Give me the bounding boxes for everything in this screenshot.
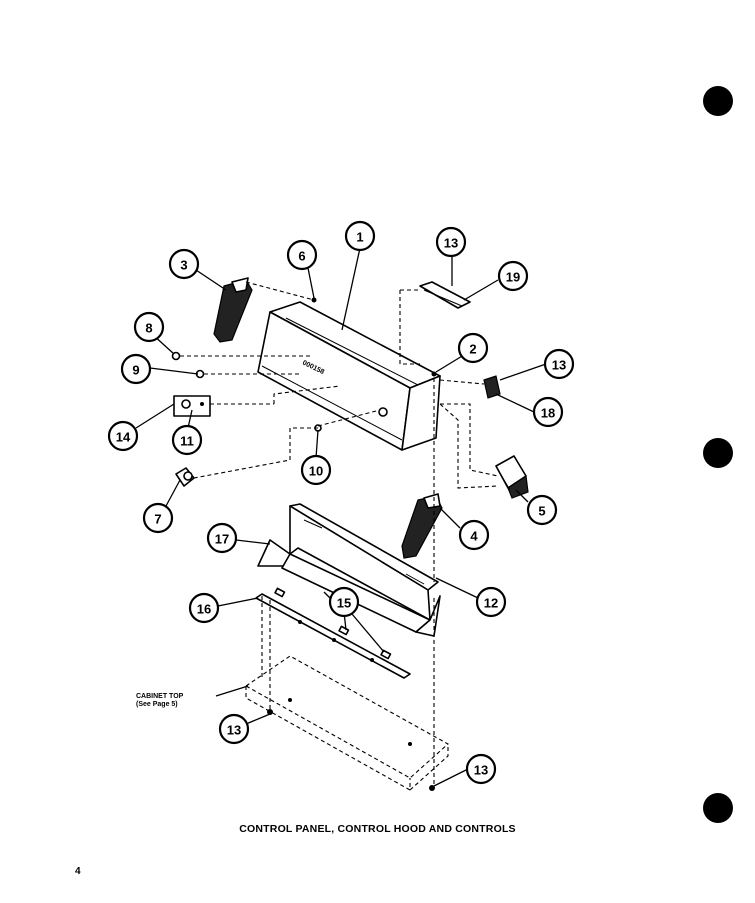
cabinet-top-label: CABINET TOP (See Page 5) — [136, 693, 216, 709]
callout-15: 15 — [328, 586, 360, 618]
screw-13-lower-right — [429, 785, 435, 791]
cabinet-top-label-line1: CABINET TOP — [136, 693, 184, 700]
callout-4: 4 — [458, 519, 490, 551]
callout-19: 19 — [497, 260, 529, 292]
callout-13-lower-right: 13 — [465, 753, 497, 785]
svg-text:10: 10 — [309, 464, 323, 479]
svg-text:3: 3 — [180, 258, 187, 273]
callout-3: 3 — [168, 248, 200, 280]
svg-text:1: 1 — [356, 230, 363, 245]
svg-text:13: 13 — [227, 723, 241, 738]
svg-text:13: 13 — [552, 358, 566, 373]
svg-text:17: 17 — [215, 532, 229, 547]
callout-1: 1 — [344, 220, 376, 252]
cabinet-top-label-line2: (See Page 5) — [136, 701, 178, 708]
cabinet-top-outline — [244, 655, 449, 791]
callout-10: 10 — [300, 454, 332, 486]
page-number: 4 — [75, 866, 81, 877]
screw-2 — [431, 371, 437, 377]
svg-text:2: 2 — [469, 342, 476, 357]
callout-2: 2 — [457, 332, 489, 364]
callout-16: 16 — [188, 592, 220, 624]
control-hood — [257, 503, 441, 637]
callout-5: 5 — [526, 494, 558, 526]
side-clip — [483, 375, 501, 399]
screw-13-lower-left — [267, 709, 273, 715]
screw-8 — [171, 351, 181, 361]
binder-hole-middle — [703, 438, 733, 468]
binder-hole-top — [703, 86, 733, 116]
svg-text:11: 11 — [180, 434, 194, 449]
callout-13-right: 13 — [543, 348, 575, 380]
switch-plate — [173, 395, 211, 417]
svg-text:13: 13 — [474, 763, 488, 778]
callout-11: 11 — [171, 424, 203, 456]
svg-text:14: 14 — [116, 430, 131, 445]
callout-7: 7 — [142, 502, 174, 534]
svg-text:13: 13 — [444, 236, 458, 251]
svg-text:8: 8 — [145, 321, 152, 336]
svg-text:7: 7 — [154, 512, 161, 527]
pad-15a — [274, 587, 286, 598]
svg-text:6: 6 — [298, 249, 305, 264]
timer-switch — [495, 455, 529, 499]
binder-hole-bottom — [703, 793, 733, 823]
left-end-cap — [213, 277, 253, 343]
callout-17: 17 — [206, 522, 238, 554]
svg-text:5: 5 — [538, 504, 545, 519]
svg-text:16: 16 — [197, 602, 211, 617]
assembly-lines — [180, 281, 499, 788]
right-end-cap — [401, 493, 443, 559]
control-panel — [257, 301, 441, 451]
callout-13-lower-left: 13 — [218, 713, 250, 745]
pad-15b — [338, 625, 350, 636]
callout-13-top: 13 — [435, 226, 467, 258]
leader-lines — [135, 247, 547, 787]
svg-text:9: 9 — [132, 363, 139, 378]
svg-text:19: 19 — [506, 270, 520, 285]
svg-text:12: 12 — [484, 596, 498, 611]
svg-text:18: 18 — [541, 406, 555, 421]
top-bracket — [419, 281, 471, 309]
callout-14: 14 — [107, 420, 139, 452]
callout-18: 18 — [532, 396, 564, 428]
callout-6: 6 — [286, 239, 318, 271]
callout-12: 12 — [475, 586, 507, 618]
callout-9: 9 — [120, 353, 152, 385]
svg-text:15: 15 — [337, 596, 351, 611]
callout-8: 8 — [133, 311, 165, 343]
pad-15c — [380, 649, 392, 660]
svg-text:4: 4 — [470, 529, 478, 544]
front-rail — [255, 593, 411, 679]
figure-caption: CONTROL PANEL, CONTROL HOOD AND CONTROLS — [239, 823, 516, 835]
